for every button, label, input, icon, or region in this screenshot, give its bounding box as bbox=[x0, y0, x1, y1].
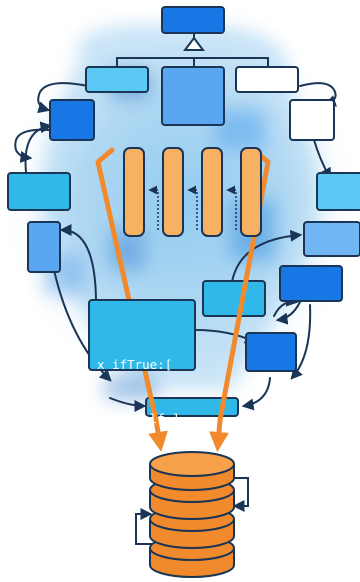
box-left-mid bbox=[7, 172, 71, 211]
code-line-1: x ifTrue:[ bbox=[97, 357, 173, 372]
arrow-small-link-back bbox=[275, 301, 301, 325]
box-row-center bbox=[161, 66, 225, 126]
arrow-to-base-right bbox=[241, 377, 271, 411]
dotted-arrow-3 bbox=[226, 185, 237, 230]
code-line-2: ^ self ] bbox=[97, 411, 180, 426]
loop-arrow-left-top bbox=[37, 82, 89, 114]
box-row-left bbox=[85, 66, 149, 93]
box-right-lower bbox=[303, 221, 360, 257]
box-left-lower bbox=[27, 221, 61, 273]
box-center-lower bbox=[202, 280, 266, 317]
box-left-upper bbox=[49, 99, 95, 141]
db-loop-left bbox=[135, 508, 153, 545]
pipeline-bar-2 bbox=[162, 147, 184, 237]
inheritance-triangle-icon bbox=[183, 36, 205, 51]
curve-arrow-right-down bbox=[290, 304, 312, 380]
curve-arrow-code-up bbox=[59, 224, 97, 301]
inheritance-bus bbox=[116, 57, 269, 67]
box-lower-right bbox=[245, 332, 297, 372]
class-boxes bbox=[7, 6, 360, 417]
orange-pipeline bbox=[95, 147, 271, 452]
pipeline-bar-1 bbox=[123, 147, 145, 237]
loop-arrow-left bbox=[14, 128, 51, 163]
orange-arrow-left bbox=[95, 147, 168, 452]
curve-arrow-left bbox=[24, 121, 53, 173]
dotted-arrow-1 bbox=[148, 185, 159, 230]
pipeline-bar-3 bbox=[201, 147, 223, 237]
box-base-bar bbox=[145, 397, 239, 417]
box-top bbox=[161, 6, 225, 34]
database-icon bbox=[149, 451, 235, 578]
box-row-right bbox=[235, 66, 299, 93]
code-box: x ifTrue:[ ^ self ] bbox=[88, 299, 196, 426]
box-right-upper bbox=[289, 99, 335, 141]
box-right-mid bbox=[316, 172, 360, 211]
db-loop-right bbox=[232, 477, 249, 512]
pipeline-bar-4 bbox=[240, 147, 262, 237]
dotted-arrow-2 bbox=[187, 185, 198, 230]
arrow-to-base-left bbox=[109, 397, 147, 412]
box-right-bottom bbox=[279, 265, 343, 302]
